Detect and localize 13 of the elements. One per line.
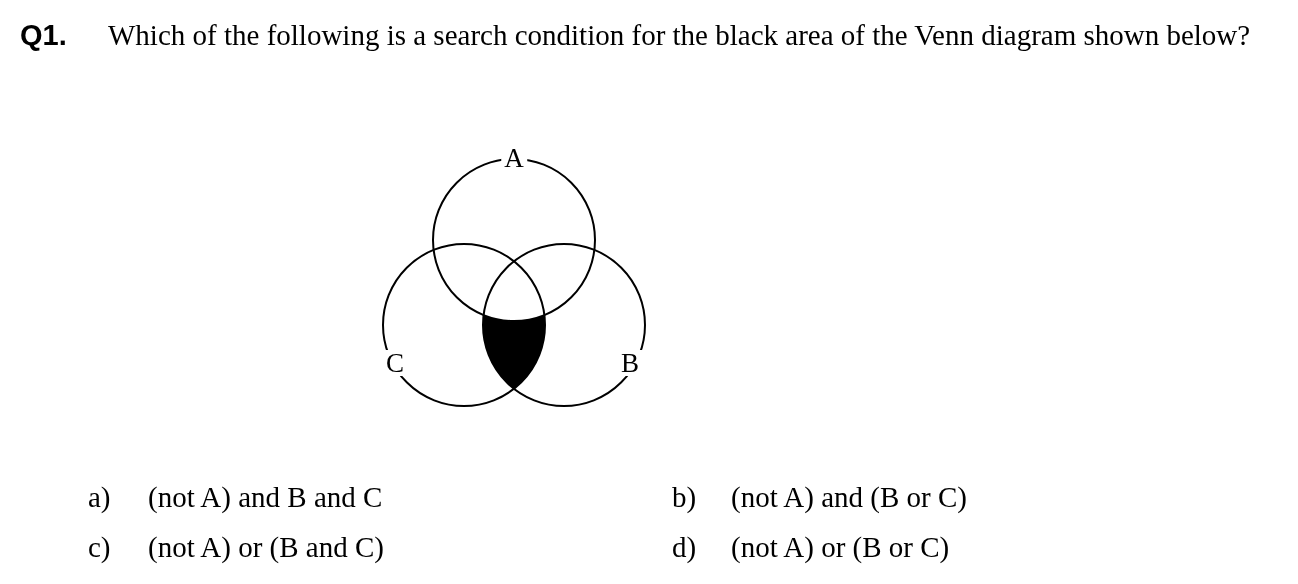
answer-option: (not A) or (B or C)	[731, 522, 950, 572]
option-letter: c)	[88, 530, 111, 565]
answer-option: (not A) and (B or C)	[731, 472, 967, 522]
set-label: B	[618, 350, 642, 376]
option-letter: d)	[672, 530, 697, 565]
question-number: Q1.	[20, 18, 67, 53]
answer-option: (not A) or (B and C)	[148, 522, 384, 572]
question-text: Which of the following is a search condition for the black area of the Venn diagram shown below?	[108, 18, 1252, 53]
venn-circle	[482, 243, 646, 407]
answer-option: (not A) and B and C	[148, 472, 383, 522]
option-letter: a)	[88, 480, 111, 515]
venn-circle	[382, 243, 546, 407]
option-letter: b)	[672, 480, 697, 515]
